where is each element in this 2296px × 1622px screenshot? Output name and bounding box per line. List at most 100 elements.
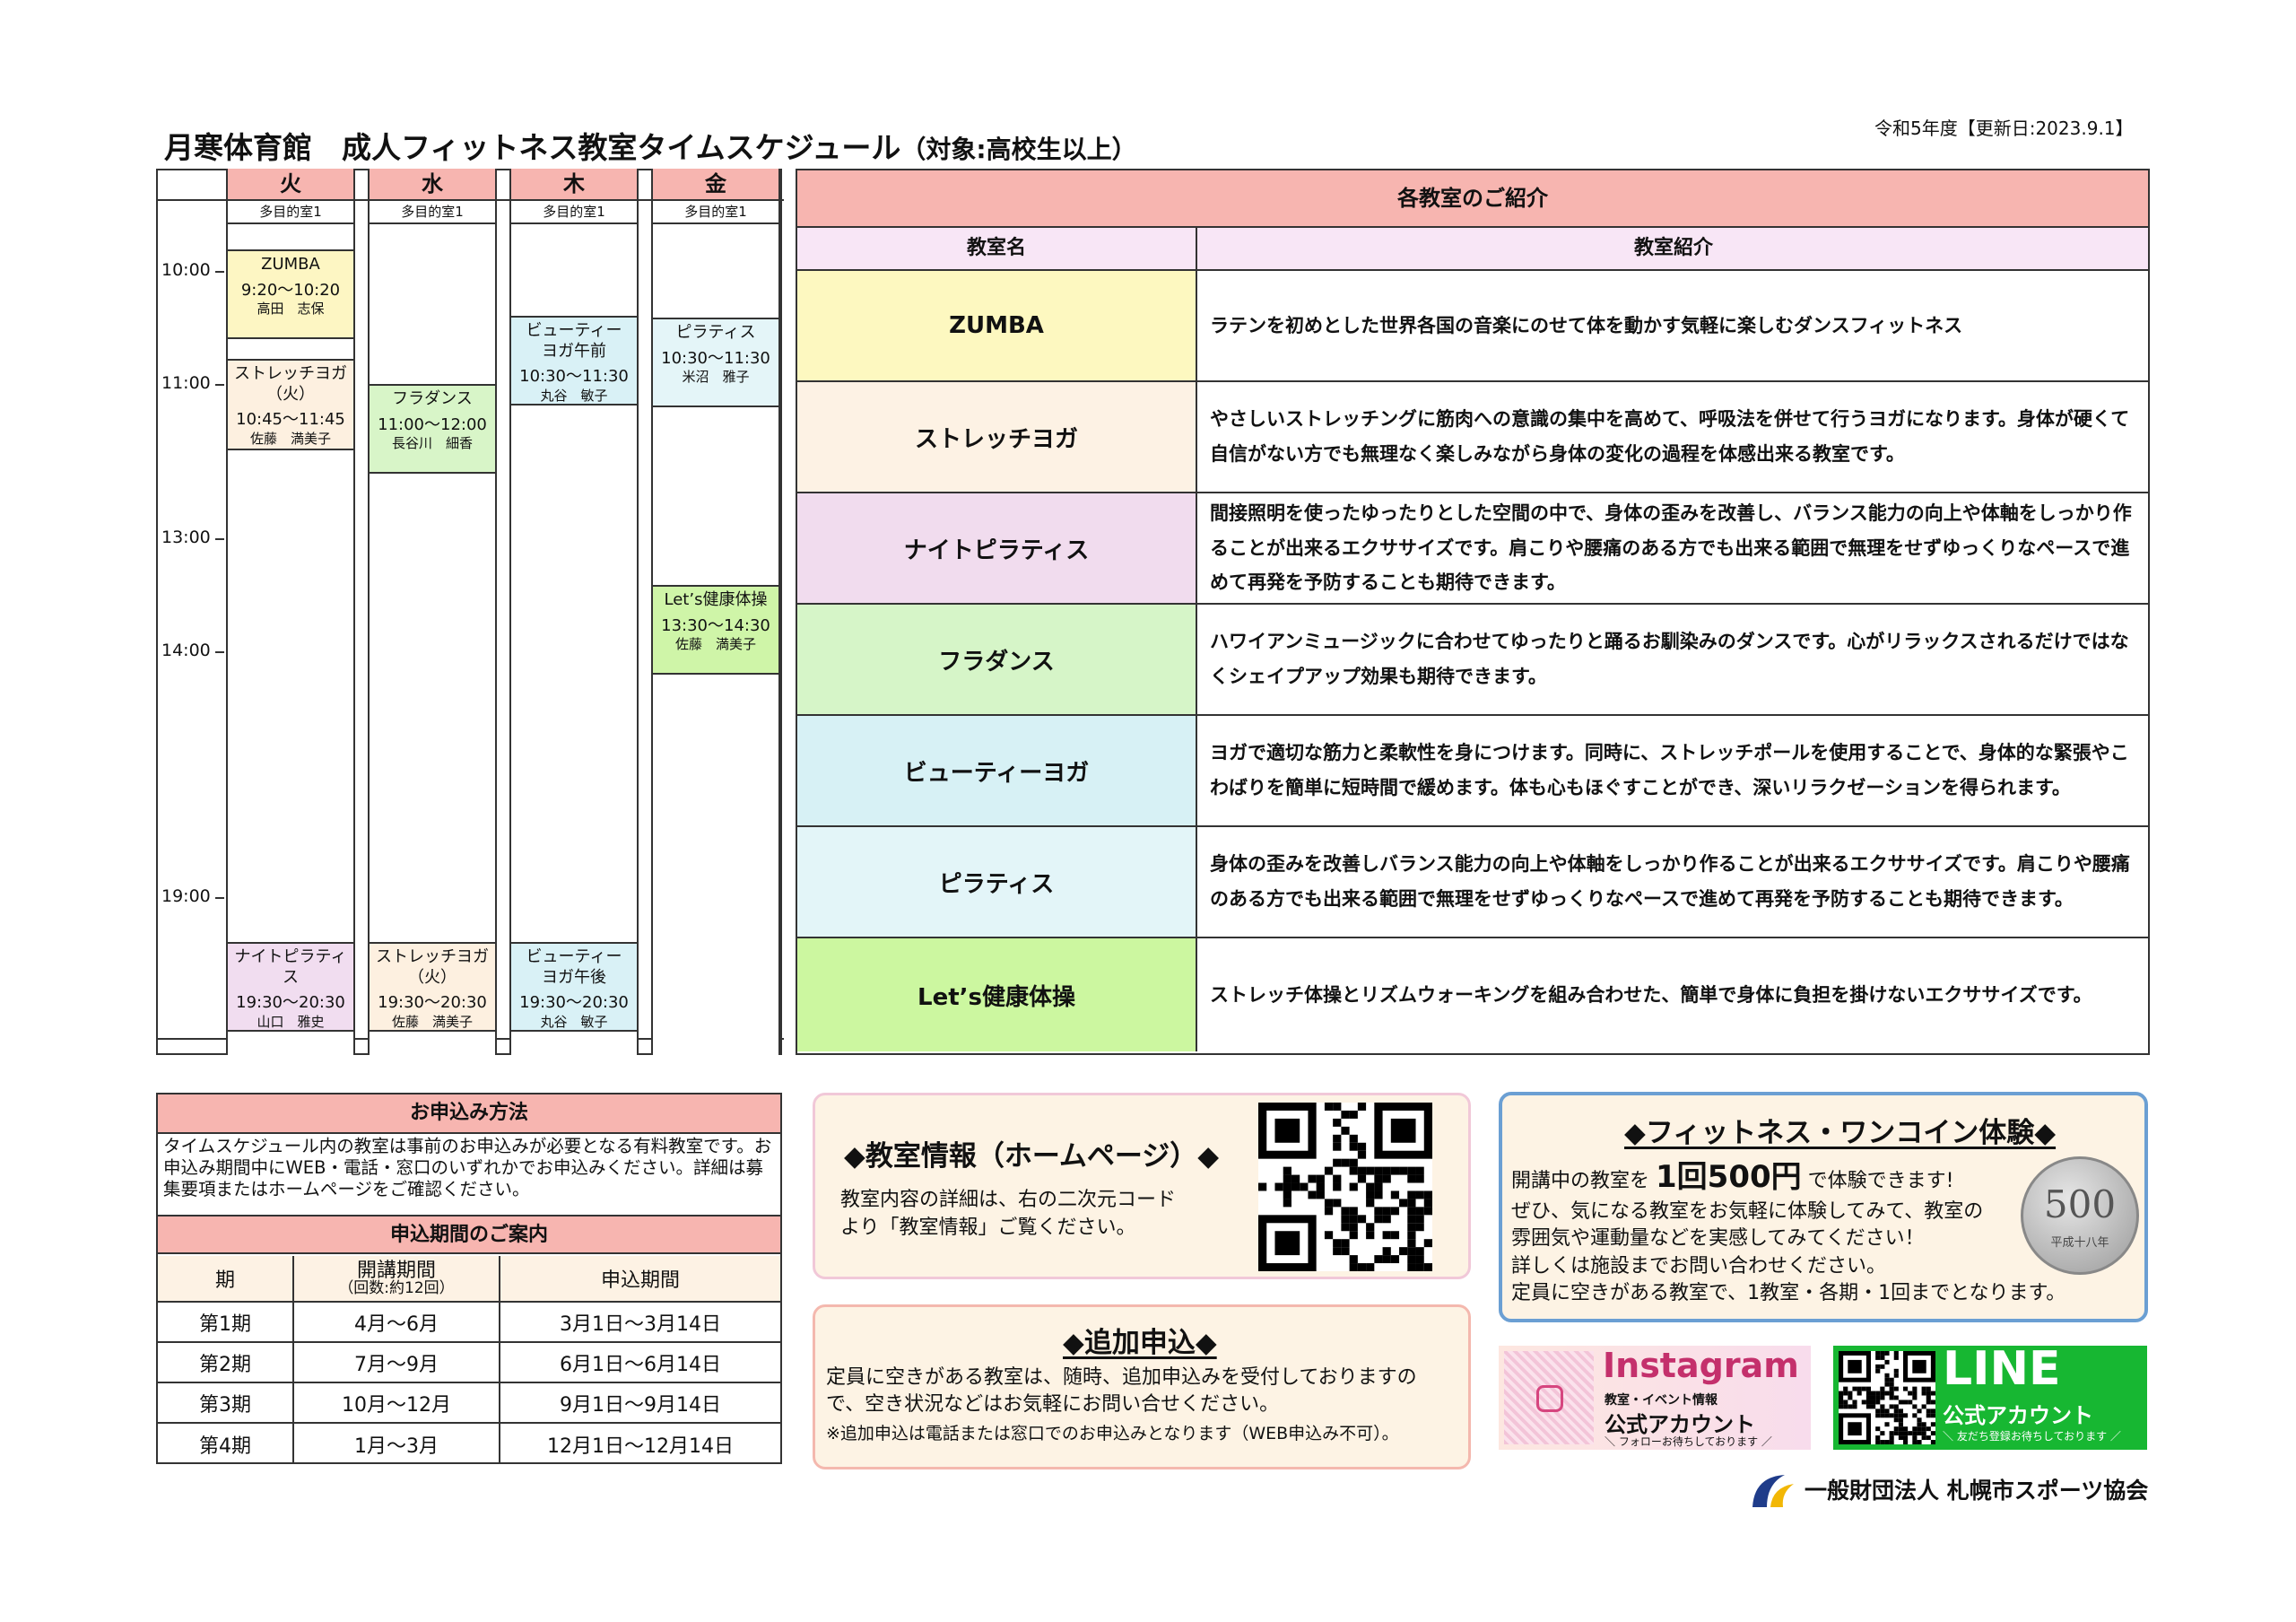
intro-row: ピラティス身体の歪みを改善しバランス能力の向上や体軸をしっかり作ることが出来るエ… xyxy=(797,827,2148,938)
intro-row: ストレッチヨガやさしいストレッチングに筋肉への意識の集中を高めて、呼吸法を併せて… xyxy=(797,382,2148,493)
coin-title: ◆フィットネス・ワンコイン体験◆ xyxy=(1624,1117,2057,1149)
coin-line-5: 定員に空きがある教室で、1教室・各期・1回までとなります。 xyxy=(1511,1281,2066,1304)
period-header-row: 期 開講期間（回数:約12回） 申込期間 xyxy=(158,1256,780,1303)
period-open: 1月～3月 xyxy=(294,1424,500,1464)
intro-class-name: ビューティーヨガ xyxy=(797,716,1197,825)
extra-text: 定員に空きがある教室は、随時、追加申込みを受付しておりますので、空き状況などはお… xyxy=(826,1366,1417,1416)
class-name: ビューティー ヨガ午後 xyxy=(526,947,622,987)
intro-class-name: ピラティス xyxy=(797,827,1197,937)
period-term: 第2期 xyxy=(158,1343,294,1382)
intro-class-desc: 身体の歪みを改善しバランス能力の向上や体軸をしっかり作ることが出来るエクササイズ… xyxy=(1210,853,2130,910)
time-tick xyxy=(215,384,224,386)
time-label: 11:00 xyxy=(161,373,211,393)
time-label: 13:00 xyxy=(161,528,211,547)
class-instructor: 高田 志保 xyxy=(257,301,325,317)
class-time: 10:45～11:45 xyxy=(236,410,345,429)
intro-class-name: Let’s健康体操 xyxy=(797,938,1197,1051)
day-header: 木 xyxy=(511,169,637,201)
intro-class-desc: やさしいストレッチングに筋肉への意識の集中を高めて、呼吸法を併せて行うヨガになり… xyxy=(1210,408,2130,465)
class-instructor: 佐藤 満美子 xyxy=(674,636,756,652)
class-name: ピラティス xyxy=(675,323,756,342)
time-tick xyxy=(215,651,224,653)
info-box: ◆教室情報（ホームページ）◆ 教室内容の詳細は、右の二次元コードより「教室情報」… xyxy=(813,1093,1471,1279)
apply-title: お申込み方法 xyxy=(158,1094,780,1134)
coin-line-1: 開講中の教室を 1回500円 で体験できます! xyxy=(1511,1159,1954,1195)
time-tick xyxy=(215,897,224,899)
coin-line-3: 雰囲気や運動量などを実感してみてください！ xyxy=(1511,1227,1925,1251)
coin-line-2: ぜひ、気になる教室をお気軽に体験してみて、教室の xyxy=(1511,1199,1984,1223)
intro-row: ZUMBA ラテンを初めとした世界各国の音楽にのせて体を動かす気軽に楽しむダンスフ… xyxy=(797,271,2148,382)
intro-class-name: フラダンス xyxy=(797,605,1197,714)
time-tick xyxy=(215,271,224,273)
day-header: 水 xyxy=(370,169,495,201)
col-class-name: 教室名 xyxy=(797,228,1197,269)
intro-class-desc: ヨガで適切な筋力と柔軟性を身につけます。同時に、ストレッチポールを使用することで… xyxy=(1210,742,2129,798)
class-instructor: 佐藤 満美子 xyxy=(249,430,331,447)
period-apply: 3月1日～3月14日 xyxy=(560,1312,721,1336)
qr-code-line[interactable] xyxy=(1839,1351,1935,1444)
intro-class-desc: ハワイアンミュージックに合わせてゆったりと踊るお馴染みのダンスです。心がリラック… xyxy=(1210,631,2129,687)
class-time: 9:20～10:20 xyxy=(240,280,341,300)
period-apply: 6月1日～6月14日 xyxy=(560,1353,721,1376)
class-time: 13:30～14:30 xyxy=(661,615,770,635)
org-logo-icon xyxy=(1749,1471,1797,1511)
class-time: 19:30～20:30 xyxy=(378,993,487,1012)
intro-class-desc: ストレッチ体操とリズムウォーキングを組み合わせた、簡単で身体に負担を掛けないエク… xyxy=(1210,983,2092,1006)
coin-500-icon: 500 平成十八年 xyxy=(2021,1156,2139,1275)
intro-class-desc: 間接照明を使ったゆったりとした空間の中で、身体の歪みを改善し、バランス能力の向上… xyxy=(1210,501,2132,594)
qr-code-homepage[interactable] xyxy=(1258,1103,1432,1271)
intro-row: ビューティーヨガヨガで適切な筋力と柔軟性を身につけます。同時に、ストレッチポール… xyxy=(797,716,2148,827)
class-instructor: 山口 雅史 xyxy=(257,1013,325,1030)
time-label: 10:00 xyxy=(161,260,211,280)
intro-title: 各教室のご紹介 xyxy=(797,170,2148,228)
apply-method-table: お申込み方法 タイムスケジュール内の教室は事前のお申込みが必要となる有料教室です… xyxy=(156,1093,782,1464)
class-name: Let’s健康体操 xyxy=(664,590,768,609)
time-tick xyxy=(215,538,224,540)
class-time: 11:00～12:00 xyxy=(378,414,487,434)
period-apply: 9月1日～9月14日 xyxy=(560,1393,721,1417)
day-column: 木多目的室1 xyxy=(509,169,639,1055)
class-time: 19:30～20:30 xyxy=(519,993,629,1012)
line-banner[interactable]: LINE 公式アカウント ＼ 友だち登録お待ちしております ／ xyxy=(1833,1342,2147,1450)
period-title: 申込期間のご案内 xyxy=(158,1215,780,1254)
org-name: 一般財団法人 札幌市スポーツ協会 xyxy=(1805,1478,2149,1504)
info-title: ◆教室情報（ホームページ）◆ xyxy=(844,1140,1220,1173)
instagram-banner[interactable]: Instagram 教室・イベント情報 公式アカウント ＼ フォローお待ちしてお… xyxy=(1499,1346,1811,1450)
period-open: 10月～12月 xyxy=(294,1383,500,1422)
day-header: 火 xyxy=(228,169,353,201)
class-name: ナイトピラティス xyxy=(234,947,347,987)
col-class-desc: 教室紹介 xyxy=(1633,237,1713,259)
coin-line-4: 詳しくは施設までお問い合わせください。 xyxy=(1511,1254,1887,1278)
intro-row: ナイトピラティス間接照明を使ったゆったりとした空間の中で、身体の歪みを改善し、バ… xyxy=(797,493,2148,605)
class-instructor: 米沼 雅子 xyxy=(682,369,750,385)
time-label: 14:00 xyxy=(161,641,211,660)
room-label: 多目的室1 xyxy=(370,201,495,224)
extra-apply-box: ◆追加申込◆ 定員に空きがある教室は、随時、追加申込みを受付しておりますので、空… xyxy=(813,1304,1471,1469)
info-text-1: 教室内容の詳細は、右の二次元コード xyxy=(840,1189,1177,1211)
room-label: 多目的室1 xyxy=(653,201,778,224)
update-date: 令和5年度【更新日:2023.9.1】 xyxy=(1874,118,2134,139)
period-open: 4月～6月 xyxy=(294,1303,500,1341)
info-text-2: より「教室情報」ご覧ください。 xyxy=(840,1216,1136,1239)
intro-class-desc: ラテンを初めとした世界各国の音楽にのせて体を動かす気軽に楽しむダンスフィットネス xyxy=(1210,314,1963,336)
period-term: 第4期 xyxy=(158,1424,294,1464)
intro-class-name: ストレッチヨガ xyxy=(797,382,1197,492)
qr-code-instagram[interactable] xyxy=(1504,1351,1594,1444)
room-label: 多目的室1 xyxy=(511,201,637,224)
class-time: 10:30～11:30 xyxy=(661,348,770,368)
period-apply: 12月1日～12月14日 xyxy=(547,1435,734,1458)
page-title: 月寒体育館 成人フィットネス教室タイムスケジュール（対象:高校生以上） xyxy=(164,130,1137,165)
day-header: 金 xyxy=(653,169,778,201)
intro-class-name: ZUMBA xyxy=(797,271,1197,380)
intro-row: Let’s健康体操ストレッチ体操とリズムウォーキングを組み合わせた、簡単で身体に… xyxy=(797,938,2148,1051)
extra-note: ※追加申込は電話または窓口でのお申込みとなります（WEB申込み不可）。 xyxy=(826,1424,1399,1443)
class-instructor: 佐藤 満美子 xyxy=(391,1013,473,1030)
class-name: ZUMBA xyxy=(261,255,320,274)
class-name: ストレッチヨガ （火） xyxy=(376,947,489,987)
class-time: 19:30～20:30 xyxy=(236,993,345,1012)
